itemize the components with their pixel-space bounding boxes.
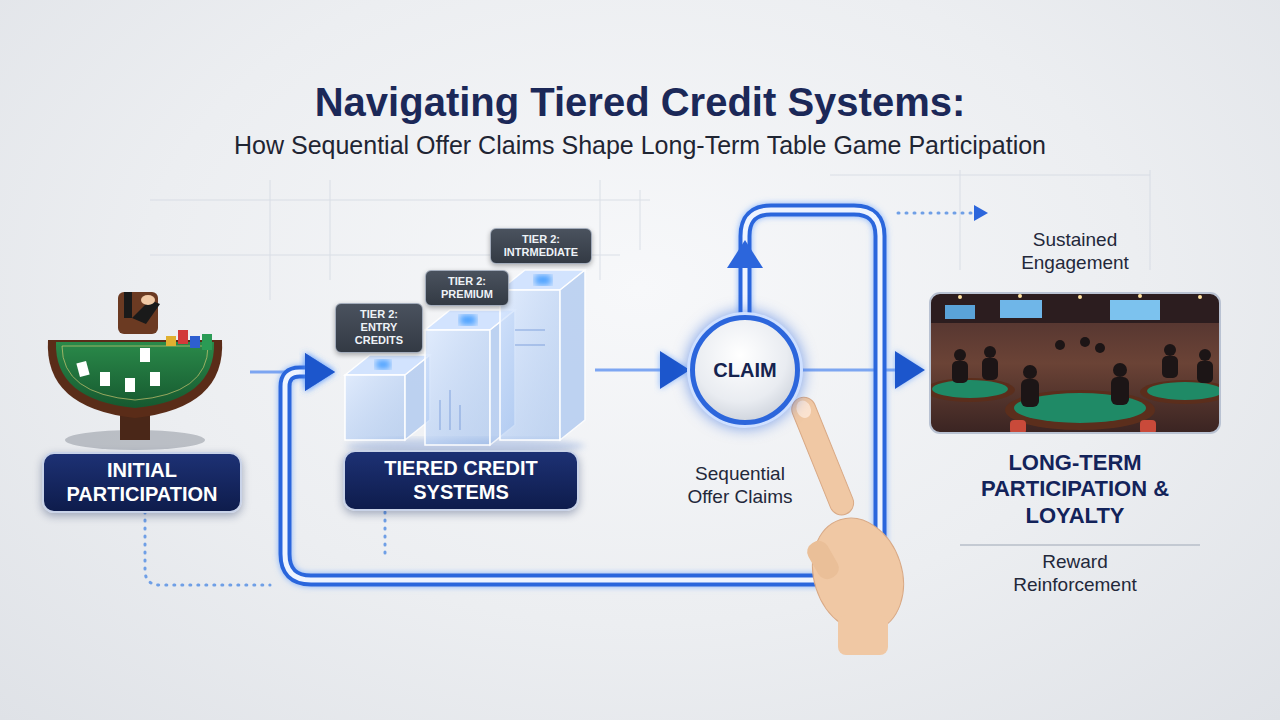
arrowhead	[305, 353, 335, 391]
arrow-shaft	[800, 364, 904, 377]
flow-connector	[595, 351, 690, 389]
blackjack-table	[48, 292, 222, 450]
diagram-title: Navigating Tiered Credit Systems:	[0, 80, 1280, 125]
tier-tag: TIER 2: ENTRY CREDITS	[335, 303, 423, 353]
divider-line	[960, 544, 1200, 546]
outcome-note: Sustained Engagement	[995, 228, 1155, 274]
casino-photo	[930, 293, 1220, 433]
loop-core	[285, 210, 880, 580]
tier-tag: TIER 2: INTRMEDIATE	[490, 228, 592, 264]
tag-label: TIER 2: INTRMEDIATE	[496, 233, 586, 259]
flow-connector	[800, 351, 925, 389]
subtitle: How Sequential Offer Claims Shape Long-T…	[0, 131, 1280, 160]
tier-tag: TIER 2: PREMIUM	[425, 270, 509, 306]
outcome-note: Reward Reinforcement	[995, 550, 1155, 596]
step-caption: Sequential Offer Claims	[675, 462, 805, 508]
dotted-arrowhead	[974, 205, 988, 221]
outcome-heading: LONG-TERM PARTICIPATION & LOYALTY	[945, 450, 1205, 529]
arrowhead	[660, 351, 690, 389]
claim-button: CLAIMSequential Offer Claims	[690, 315, 800, 425]
stage-region: INITIAL PARTICIPATION	[40, 285, 250, 510]
flow-connector	[285, 210, 880, 580]
tag-label: TIER 2: ENTRY CREDITS	[341, 308, 417, 348]
loop-arrowhead	[727, 240, 763, 268]
arrow-highlight	[595, 369, 669, 372]
loop-outline	[285, 210, 880, 580]
glass-tier-cubes	[345, 270, 585, 454]
grid-lines	[150, 170, 1150, 300]
stage-pill: INITIAL PARTICIPATION	[42, 452, 242, 513]
tier-group: TIER 2: ENTRY CREDITS TIER 2: PREMIUM TIER…	[335, 225, 595, 510]
button-label: CLAIM	[713, 359, 776, 382]
arrow-highlight	[800, 369, 904, 372]
arrowhead	[305, 353, 335, 391]
arrow-shaft	[595, 364, 669, 377]
tag-label: TIER 2: PREMIUM	[431, 275, 503, 301]
arrowhead	[895, 351, 925, 389]
group-pill: TIERED CREDIT SYSTEMS	[343, 450, 579, 511]
outcome-region: Sustained EngagementLONG-TERM PARTICIPAT…	[925, 225, 1225, 600]
